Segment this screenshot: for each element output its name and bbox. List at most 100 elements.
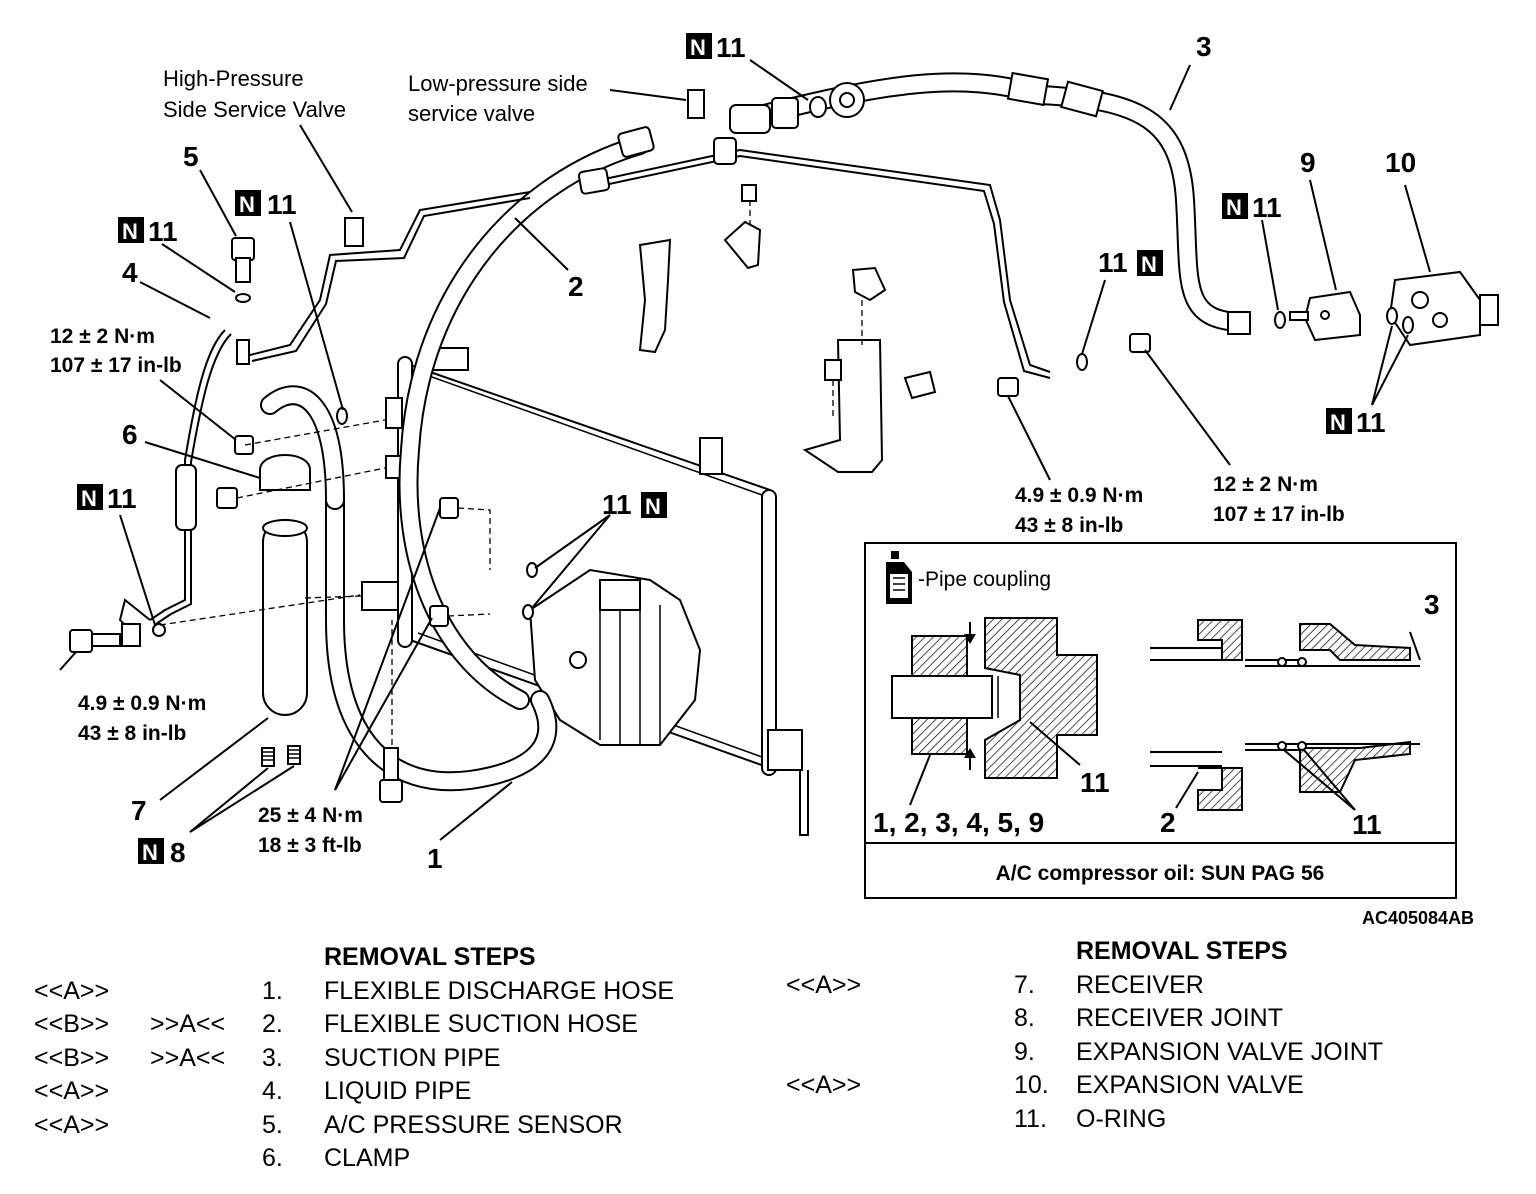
torque-condenser-nm: 25 ± 4 N·m [258, 804, 363, 827]
assembly-lines [159, 200, 863, 745]
svg-text:N: N [122, 219, 138, 244]
svg-text:N: N [645, 494, 661, 519]
torque-left-nm: 4.9 ± 0.9 N·m [78, 692, 206, 715]
step-name: O-RING [1076, 1104, 1167, 1133]
list-item: <<A>> 4. LIQUID PIPE [34, 1075, 734, 1108]
list-item: <<A>> 7. RECEIVER [786, 969, 1486, 1002]
list-item: 11. O-RING [786, 1103, 1486, 1136]
inset-parts-label: 1, 2, 3, 4, 5, 9 [873, 807, 1044, 838]
step-ref: <<A>> [786, 971, 862, 999]
svg-text:11: 11 [1252, 192, 1282, 223]
step-number: 3. [262, 1043, 283, 1072]
callout-n8: N 8 [138, 837, 186, 868]
step-ref: <<A>> [34, 977, 110, 1005]
callout-7: 7 [131, 795, 147, 826]
svg-text:N: N [81, 486, 97, 511]
callout-5: 5 [183, 141, 199, 172]
list-item: <<B>> >>A<< 3. SUCTION PIPE [34, 1042, 734, 1075]
step-ref: <<A>> [34, 1110, 110, 1139]
step-name: EXPANSION VALVE JOINT [1076, 1037, 1384, 1066]
small-parts [69, 82, 1499, 803]
step-number: 4. [262, 1077, 283, 1106]
callout-11n-liquid: 11 N [1098, 247, 1163, 278]
step-name: FLEXIBLE SUCTION HOSE [324, 1010, 638, 1039]
step-name: RECEIVER [1076, 971, 1204, 999]
list-item: <<A>> 1. FLEXIBLE DISCHARGE HOSE [34, 975, 734, 1008]
step-name: FLEXIBLE DISCHARGE HOSE [324, 977, 675, 1005]
oil-can-icon [886, 551, 912, 604]
inset-label-2: 2 [1160, 807, 1176, 838]
list-item: <<B>> >>A<< 2. FLEXIBLE SUCTION HOSE [34, 1008, 734, 1041]
step-ref: <<B>> [34, 1043, 110, 1072]
svg-text:8: 8 [170, 837, 186, 868]
inset-oil-note: A/C compressor oil: SUN PAG 56 [996, 862, 1325, 885]
step-number: 11. [1014, 1104, 1047, 1133]
svg-text:11: 11 [1356, 407, 1386, 438]
svg-text:N: N [690, 35, 706, 60]
callout-1: 1 [427, 843, 443, 874]
step-ref: <<B>> [34, 1010, 110, 1039]
torque-liquid-inlb: 43 ± 8 in-lb [1015, 514, 1123, 537]
step-name: CLAMP [324, 1143, 411, 1172]
callout-3: 3 [1196, 31, 1212, 62]
hp-valve-label-1: High-Pressure [163, 66, 304, 91]
step-name: RECEIVER JOINT [1076, 1004, 1283, 1033]
suction-pipe [750, 71, 1251, 335]
step-number: 1. [262, 977, 283, 1005]
step-name: SUCTION PIPE [324, 1043, 501, 1072]
callout-4: 4 [122, 257, 138, 288]
step-ref: <<A>> [786, 1071, 862, 1100]
svg-text:11: 11 [602, 489, 632, 520]
inset-label-3: 3 [1424, 589, 1440, 620]
step-number: 9. [1014, 1037, 1035, 1066]
step-number: 7. [1014, 971, 1035, 999]
torque-ev-inlb: 107 ± 17 in-lb [1213, 503, 1345, 526]
list-item: 6. CLAMP [34, 1142, 734, 1175]
inset-label-11-right: 11 [1352, 809, 1382, 840]
removal-steps-title-right: REMOVAL STEPS [1076, 937, 1288, 965]
step-name: LIQUID PIPE [324, 1077, 472, 1106]
callout-n11-hp: N 11 [235, 189, 297, 220]
callout-n11-left: N 11 [77, 483, 137, 514]
callout-n11-ev: N 11 [1326, 407, 1386, 438]
pipe-coupling-label: -Pipe coupling [918, 568, 1051, 591]
callout-n11-sensor: N 11 [118, 216, 178, 247]
svg-text:N: N [1330, 410, 1346, 435]
step-number: 10. [1014, 1071, 1049, 1100]
removal-steps-title-left: REMOVAL STEPS [324, 943, 536, 971]
svg-text:N: N [142, 840, 158, 865]
callout-labels: High-Pressure Side Service Valve Low-pre… [50, 31, 1416, 874]
torque-condenser-ftlb: 18 ± 3 ft-lb [258, 834, 362, 857]
discharge-hose [260, 385, 558, 792]
torque-ev-nm: 12 ± 2 N·m [1213, 473, 1318, 496]
step-number: 2. [262, 1010, 283, 1039]
removal-steps-right: <<A>> 7. RECEIVER 8. RECEIVER JOINT 9. E… [786, 969, 1486, 1136]
torque-sensor-nm: 12 ± 2 N·m [50, 325, 155, 348]
svg-text:11: 11 [107, 483, 137, 514]
callout-6: 6 [122, 419, 138, 450]
svg-text:N: N [1141, 252, 1157, 277]
leader-lines [59, 59, 1431, 841]
callout-10: 10 [1385, 147, 1416, 178]
svg-text:11: 11 [148, 216, 178, 247]
svg-text:11: 11 [716, 32, 746, 63]
svg-text:11: 11 [267, 189, 297, 220]
step-ref-install: >>A<< [150, 1010, 226, 1039]
lp-valve-label-2: service valve [408, 101, 535, 126]
pipe-coupling-inset: -Pipe coupling 11 1, 2, 3, 4, 5, 9 3 [864, 542, 1457, 899]
list-item: <<A>> 5. A/C PRESSURE SENSOR [34, 1109, 734, 1142]
torque-left-inlb: 43 ± 8 in-lb [78, 722, 186, 745]
liquid-pipe [118, 126, 1051, 631]
step-ref-install: >>A<< [150, 1043, 226, 1072]
removal-steps-left: <<A>> 1. FLEXIBLE DISCHARGE HOSE <<B>> >… [34, 975, 734, 1175]
list-item: 8. RECEIVER JOINT [786, 1002, 1486, 1035]
step-ref: <<A>> [34, 1077, 110, 1106]
svg-text:11: 11 [1098, 247, 1128, 278]
svg-text:N: N [1226, 195, 1242, 220]
list-item: 9. EXPANSION VALVE JOINT [786, 1036, 1486, 1069]
svg-text:N: N [239, 192, 255, 217]
inset-label-11-left: 11 [1080, 767, 1110, 798]
step-name: EXPANSION VALVE [1076, 1071, 1304, 1100]
ac-piping-diagram: High-Pressure Side Service Valve Low-pre… [50, 31, 1499, 899]
